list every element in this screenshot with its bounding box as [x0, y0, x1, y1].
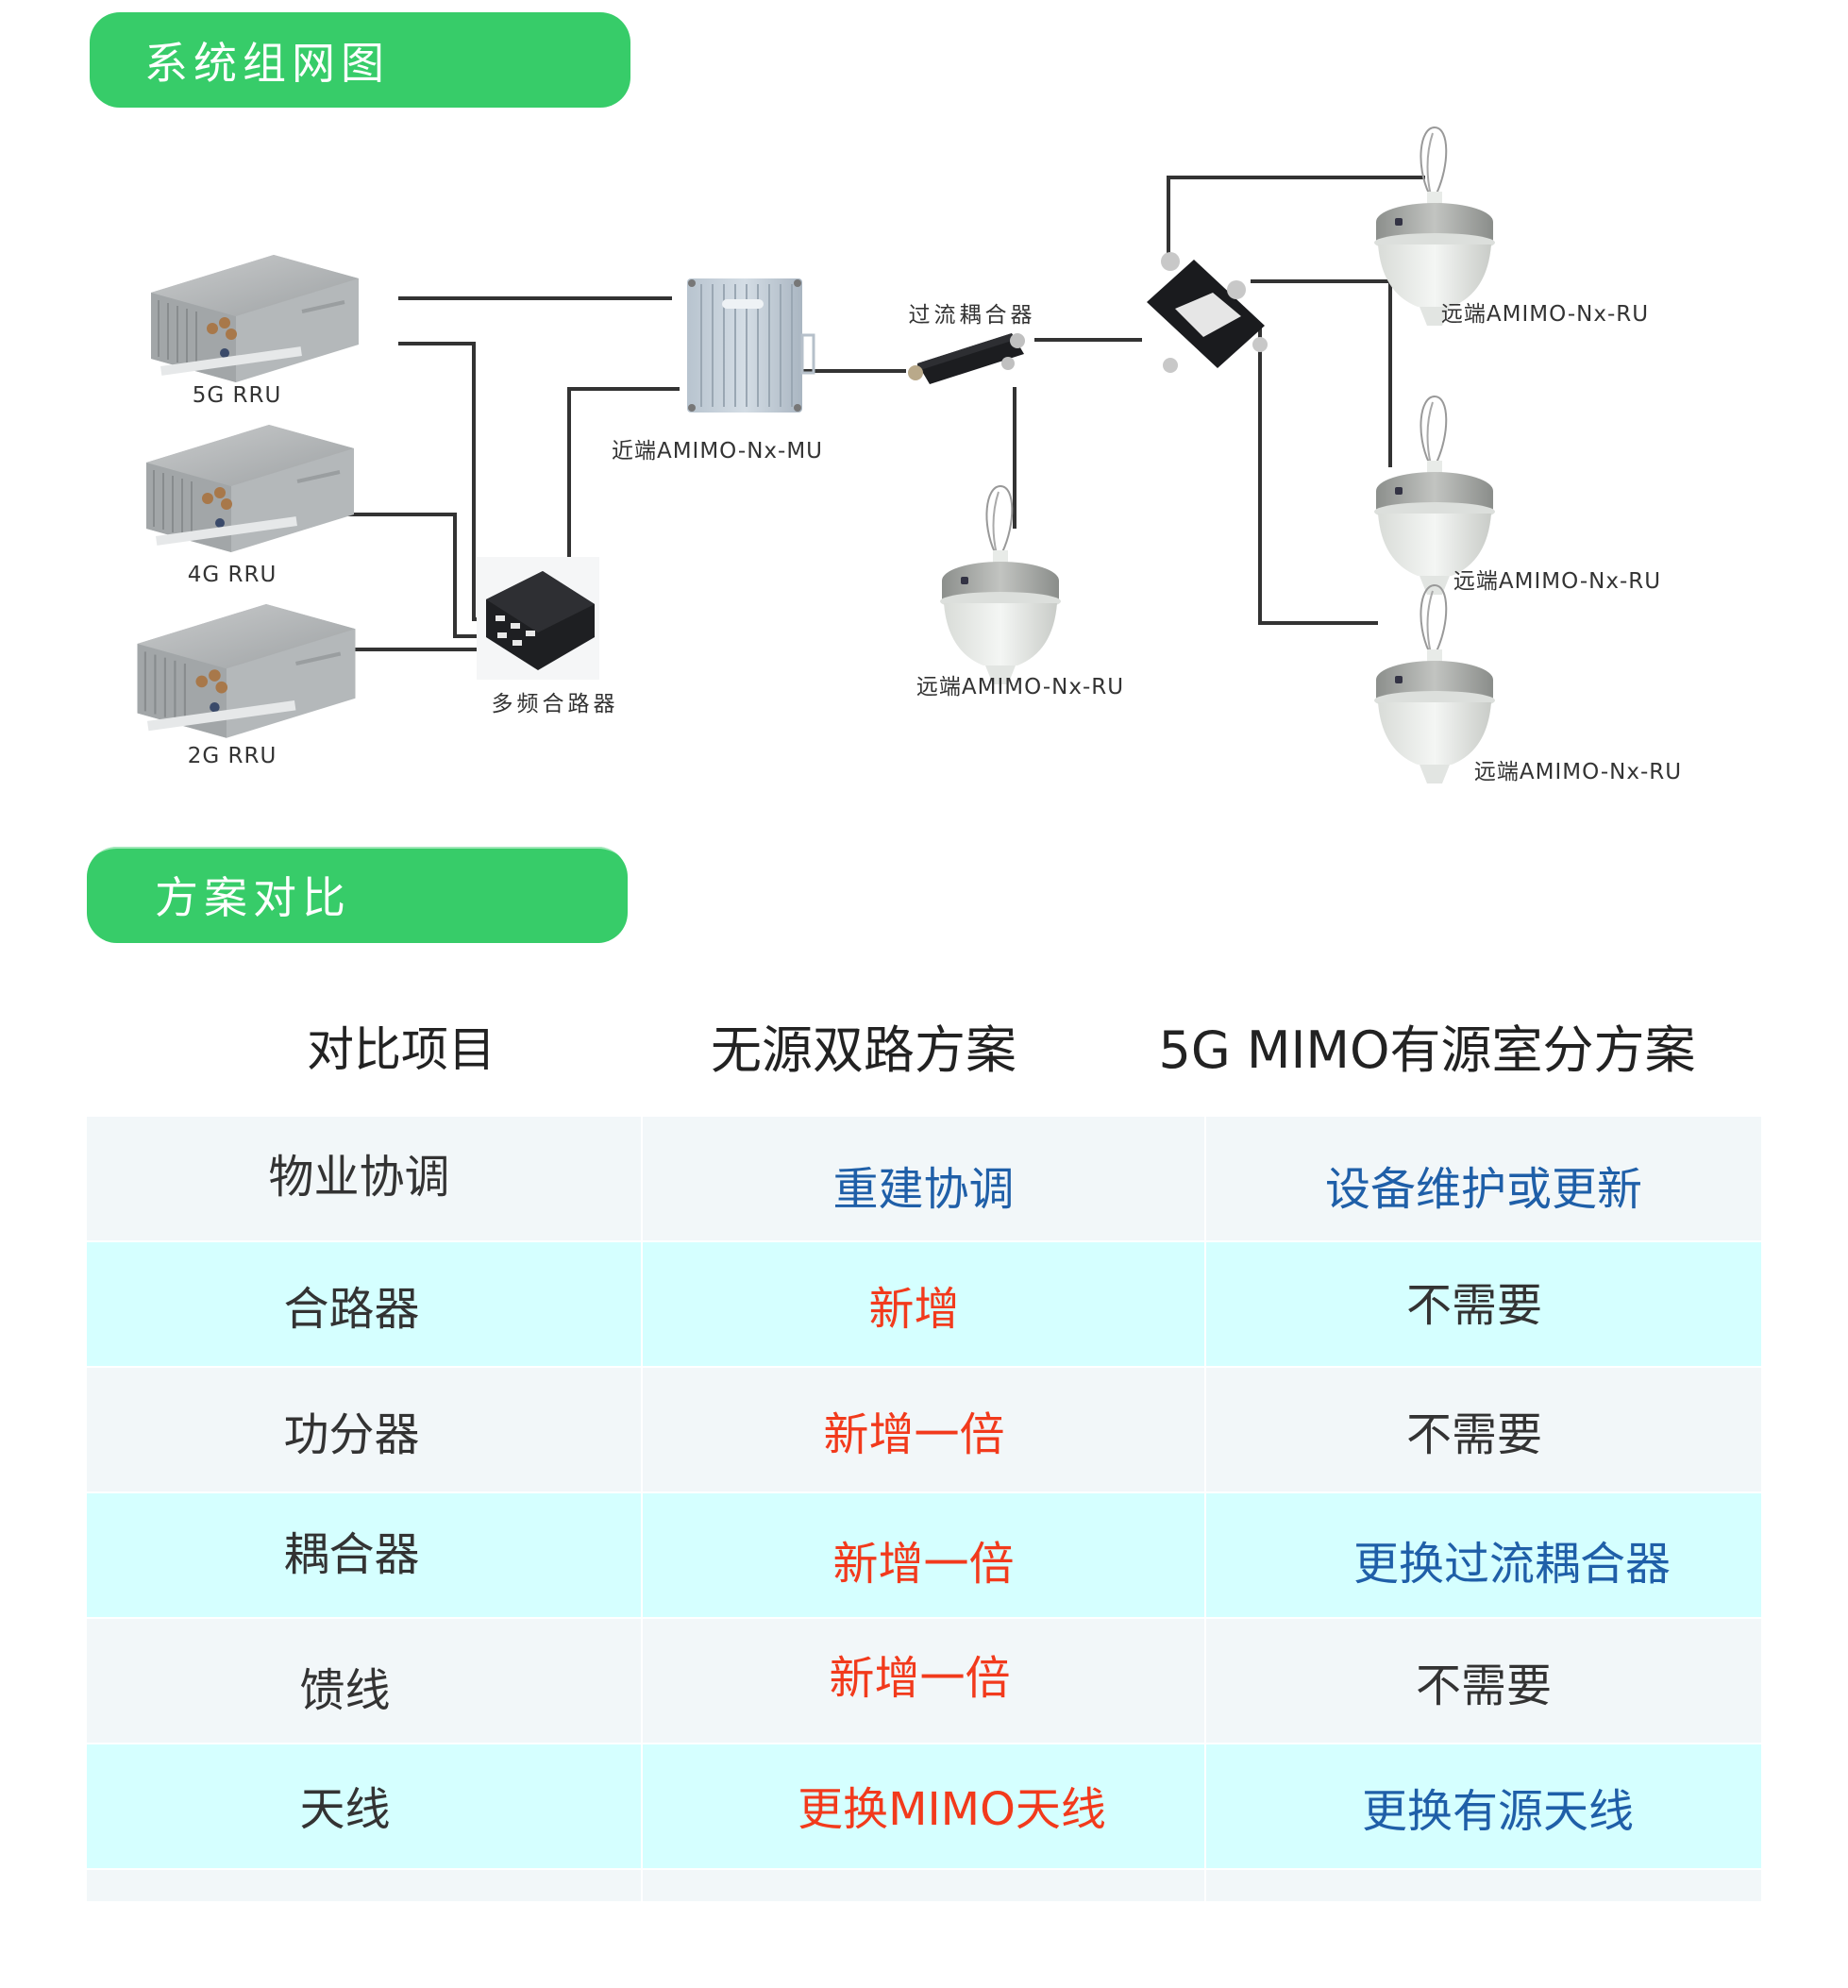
mu-device: [687, 278, 815, 413]
cell-item: 耦合器: [87, 1493, 641, 1617]
rru-2g-device: [138, 604, 356, 738]
label-rru-5g: 5G RRU: [192, 383, 282, 408]
cell-item-text: 功分器: [283, 1407, 420, 1461]
section-title-compare: 方案对比: [155, 872, 351, 923]
cell-active-text: 设备维护或更新: [1324, 1162, 1642, 1216]
cell-empty: [87, 1870, 641, 1901]
cell-item-text: 馈线: [299, 1663, 391, 1717]
cell-active: 更换过流耦合器: [1204, 1493, 1761, 1617]
cell-passive: 新增一倍: [641, 1619, 1204, 1743]
cell-item-text: 天线: [299, 1782, 391, 1836]
cell-item: 功分器: [87, 1368, 641, 1491]
label-coupler: 过流耦合器: [908, 303, 1036, 328]
cell-passive-text: 新增一倍: [823, 1407, 1005, 1461]
cell-active-text: 不需要: [1415, 1659, 1552, 1712]
cell-active-text: 不需要: [1405, 1407, 1542, 1461]
label-ru-top: 远端AMIMO-Nx-RU: [1440, 302, 1650, 327]
cell-passive-text: 新增一倍: [829, 1651, 1011, 1705]
combiner-device: [477, 557, 599, 680]
splitter-device: [1147, 252, 1268, 373]
table-row: 合路器 新增 不需要: [87, 1242, 1761, 1366]
cell-item-text: 耦合器: [283, 1527, 420, 1581]
table-row: 物业协调 重建协调 设备维护或更新: [87, 1117, 1761, 1240]
column-header-item: 对比项目: [307, 1022, 496, 1077]
table-row: 天线 更换MIMO天线 更换有源天线: [87, 1744, 1761, 1868]
rru-5g-device: [149, 253, 361, 384]
cell-passive-text: 新增: [868, 1282, 960, 1336]
column-header-passive: 无源双路方案: [711, 1020, 1016, 1080]
diagram-canvas: [0, 126, 1496, 784]
cell-item: 天线: [87, 1744, 641, 1868]
table-row: 耦合器 新增一倍 更换过流耦合器: [87, 1493, 1761, 1617]
label-ru-bottom: 远端AMIMO-Nx-RU: [1473, 760, 1683, 784]
cell-active: 不需要: [1204, 1242, 1761, 1366]
line-splitter-to-ru-top: [1167, 176, 1425, 253]
cell-active-text: 更换有源天线: [1361, 1784, 1634, 1838]
table-row: 功分器 新增一倍 不需要: [87, 1368, 1761, 1491]
line-combiner-to-mu: [567, 387, 680, 578]
network-diagram: 5G RRU 4G RRU 2G RRU 多频合路器 近端AMIMO-Nx-MU…: [0, 113, 1848, 802]
label-combiner: 多频合路器: [491, 692, 619, 716]
section-header-compare: 方案对比: [87, 847, 628, 943]
line-4g-to-combiner: [335, 513, 496, 638]
cell-item-text: 物业协调: [268, 1150, 450, 1204]
cell-active-text: 不需要: [1405, 1278, 1542, 1332]
cell-passive-text: 新增一倍: [832, 1537, 1015, 1591]
cell-active: 更换有源天线: [1204, 1744, 1761, 1868]
cell-active-text: 更换过流耦合器: [1352, 1537, 1671, 1591]
ru-middle-antenna: [939, 485, 1062, 685]
connection-lines: [335, 176, 1425, 651]
cell-active: 不需要: [1204, 1619, 1761, 1743]
cell-item: 物业协调: [87, 1117, 641, 1240]
line-splitter-to-ru-mid: [1251, 279, 1392, 467]
line-splitter-to-ru-bottom: [1258, 323, 1378, 625]
label-rru-2g: 2G RRU: [187, 744, 277, 768]
cell-item-text: 合路器: [283, 1282, 420, 1336]
cell-empty: [1204, 1870, 1761, 1901]
column-header-active: 5G MIMO有源室分方案: [1158, 1020, 1696, 1080]
cell-passive: 新增一倍: [641, 1368, 1204, 1491]
section-header-network: 系统组网图: [90, 12, 630, 108]
label-mu: 近端AMIMO-Nx-MU: [611, 439, 824, 463]
rru-4g-device: [144, 423, 356, 554]
table-row: 馈线 新增一倍 不需要: [87, 1619, 1761, 1743]
cell-active: 不需要: [1204, 1368, 1761, 1491]
coupler-device: [908, 333, 1025, 384]
label-ru-mid-right: 远端AMIMO-Nx-RU: [1453, 569, 1662, 594]
cell-passive: 新增: [641, 1242, 1204, 1366]
cell-active: 设备维护或更新: [1204, 1117, 1761, 1240]
cell-passive: 新增一倍: [641, 1493, 1204, 1617]
label-rru-4g: 4G RRU: [187, 563, 277, 587]
section-title-network: 系统组网图: [144, 37, 390, 89]
cell-passive: 更换MIMO天线: [641, 1744, 1204, 1868]
comparison-table: 物业协调 重建协调 设备维护或更新 合路器 新增 不需要 功分器 新增一倍 不需…: [87, 1117, 1761, 1903]
cell-passive-text: 更换MIMO天线: [798, 1782, 1106, 1836]
cell-empty: [641, 1870, 1204, 1901]
cell-passive: 重建协调: [641, 1117, 1204, 1240]
cell-item: 馈线: [87, 1619, 641, 1743]
cell-passive-text: 重建协调: [832, 1162, 1015, 1216]
table-row-empty: [87, 1870, 1761, 1901]
label-ru-middle: 远端AMIMO-Nx-RU: [916, 675, 1125, 699]
cell-item: 合路器: [87, 1242, 641, 1366]
